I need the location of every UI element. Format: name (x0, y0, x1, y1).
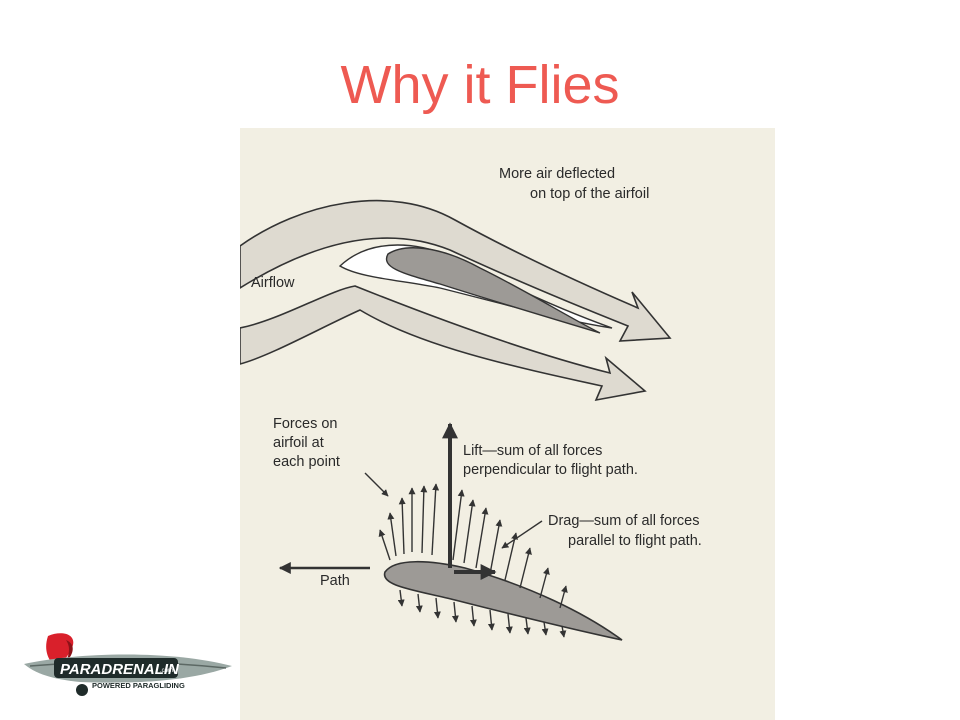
drag-label-line1: Drag—sum of all forces (548, 513, 700, 529)
forces-label-line2: airfoil at (273, 435, 324, 451)
forces-pointer (364, 472, 389, 497)
logo-suffix: .com (160, 668, 173, 674)
lower-force-arrows (397, 589, 567, 638)
logo-graphic: PARADRENALIN .com POWERED PARAGLIDING (24, 633, 232, 696)
slide-title: Why it Flies (340, 55, 620, 115)
logo-tagline: POWERED PARAGLIDING (92, 681, 185, 690)
bottom-airfoil (383, 560, 623, 641)
wing-shadow-icon (66, 640, 73, 662)
path-label: Path (320, 573, 350, 589)
forces-label-line3: each point (273, 454, 340, 470)
drag-label-line2: parallel to flight path. (568, 533, 702, 549)
airflow-label: Airflow (251, 275, 295, 291)
logo-banner (54, 658, 178, 678)
airfoil-diagram: More air deflected on top of the airfoil… (240, 166, 702, 641)
forces-label-line1: Forces on (273, 416, 337, 432)
more-air-label-line1: More air deflected (499, 166, 615, 182)
more-air-label-line2: on top of the airfoil (530, 186, 649, 202)
lift-label-line1: Lift—sum of all forces (463, 443, 602, 459)
lower-airflow-band (240, 285, 647, 402)
paradrenalin-logo: PARADRENALIN .com POWERED PARAGLIDING (20, 630, 235, 712)
lift-label-line2: perpendicular to flight path. (463, 462, 638, 478)
top-airfoil (385, 247, 601, 334)
drag-pointer (501, 520, 543, 549)
pilot-icon (76, 684, 88, 696)
upper-airflow-band (240, 199, 672, 342)
airfoil-figure: More air deflected on top of the airfoil… (240, 128, 775, 720)
logo-name: PARADRENALIN (60, 661, 180, 678)
